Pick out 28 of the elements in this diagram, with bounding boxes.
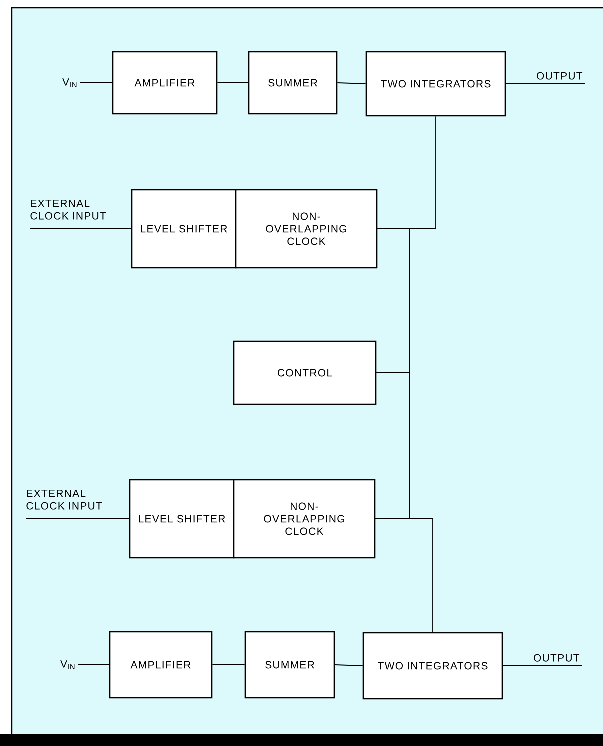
signal-label: V$_{IN}$ bbox=[62, 78, 77, 88]
connector-line bbox=[375, 518, 434, 633]
block-box: LEVEL SHIFTER bbox=[131, 189, 237, 269]
block-box: TWO INTEGRATORS bbox=[362, 632, 504, 700]
block-box: LEVEL SHIFTER bbox=[129, 479, 235, 559]
connector-line bbox=[337, 82, 366, 84]
block-box: NON- OVERLAPPING CLOCK bbox=[233, 479, 376, 559]
connector-line bbox=[376, 228, 410, 374]
connector-line bbox=[217, 82, 249, 84]
block-box: SUMMER bbox=[248, 51, 338, 115]
connector-line bbox=[80, 82, 113, 84]
connector-line bbox=[334, 664, 364, 666]
block-box: AMPLIFIER bbox=[109, 631, 213, 699]
connector-line bbox=[30, 228, 132, 230]
block-box: NON- OVERLAPPING CLOCK bbox=[235, 189, 378, 269]
connector-line bbox=[26, 518, 130, 520]
signal-label: OUTPUT bbox=[534, 654, 580, 662]
block-box: TWO INTEGRATORS bbox=[366, 51, 506, 117]
block-box: CONTROL bbox=[233, 340, 377, 406]
signal-label: V$_{IN}$ bbox=[60, 660, 75, 670]
block-box: AMPLIFIER bbox=[112, 51, 218, 115]
connector-line bbox=[212, 664, 246, 666]
connector-line bbox=[375, 372, 410, 520]
signal-label: EXTERNAL CLOCK INPUT bbox=[26, 490, 102, 510]
connector-line bbox=[78, 664, 110, 666]
signal-label: EXTERNAL CLOCK INPUT bbox=[30, 200, 106, 220]
block-box: SUMMER bbox=[244, 631, 336, 699]
signal-label: OUTPUT bbox=[537, 72, 583, 80]
